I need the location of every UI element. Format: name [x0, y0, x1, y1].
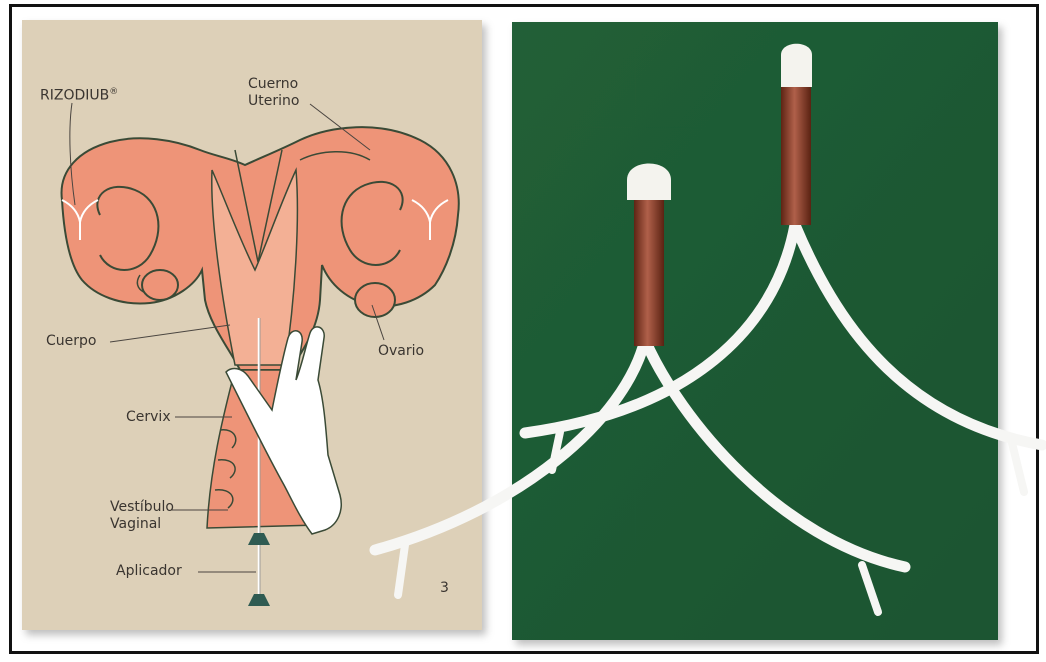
label-rizodiub: RIZODIUB®: [40, 84, 118, 105]
copper-coil-small: [634, 198, 664, 346]
label-ovario: Ovario: [378, 343, 424, 360]
label-cuerpo: Cuerpo: [46, 333, 96, 350]
page-number: 3: [440, 580, 449, 597]
label-aplicador: Aplicador: [116, 563, 182, 580]
label-cuerno: Cuerno: [248, 76, 298, 93]
label-vestibulo: Vestíbulo: [110, 499, 174, 516]
label-uterino: Uterino: [248, 93, 299, 110]
tip-cap-small: [627, 164, 671, 201]
tip-cap-large: [781, 44, 812, 87]
green-board: [512, 22, 998, 640]
copper-coil-large: [781, 85, 811, 225]
left-ovary: [142, 270, 178, 300]
label-cervix: Cervix: [126, 409, 171, 426]
label-vaginal: Vaginal: [110, 516, 161, 533]
ovary: [355, 283, 395, 317]
